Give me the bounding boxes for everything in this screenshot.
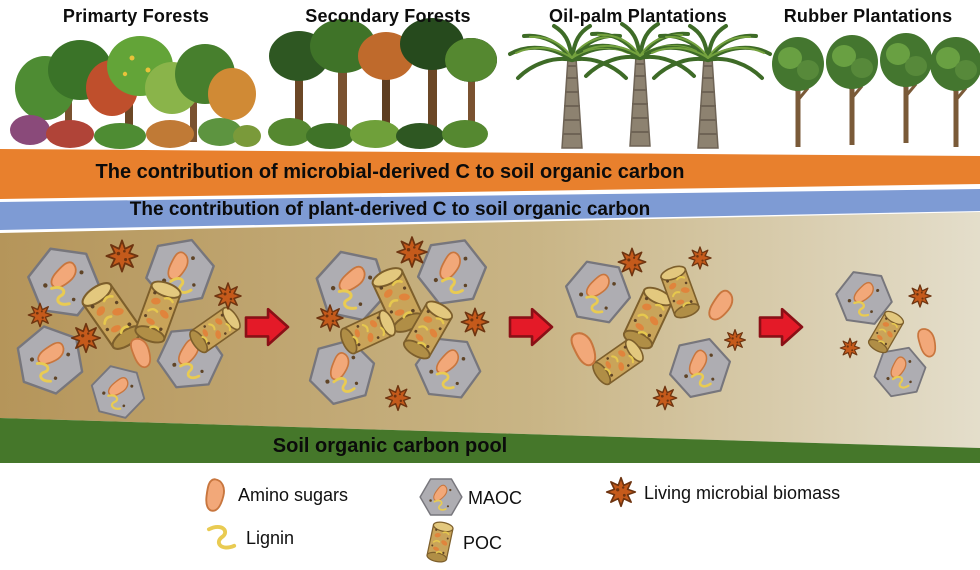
label-rubber-plantations: Rubber Plantations bbox=[783, 6, 953, 26]
microbial-biomass-icon bbox=[617, 247, 647, 277]
band-plant bbox=[0, 189, 980, 230]
legend-label-maoc: MAOC bbox=[468, 488, 522, 508]
label-secondary-forests: Secondary Forests bbox=[305, 6, 471, 26]
microbial-biomass-icon bbox=[396, 236, 428, 268]
microbial-biomass-icon bbox=[908, 284, 932, 308]
label-primary-forests: Primarty Forests bbox=[62, 6, 210, 26]
microbial-biomass-icon bbox=[27, 302, 53, 328]
poc-icon bbox=[425, 519, 455, 565]
soil-section bbox=[0, 212, 980, 448]
amino-sugars-icon bbox=[205, 478, 225, 512]
legend-label-amino-sugars: Amino sugars bbox=[238, 485, 349, 505]
primary-forest-illustration bbox=[10, 36, 261, 149]
microbial-biomass-icon bbox=[652, 385, 678, 411]
secondary-forest-illustration bbox=[268, 18, 497, 149]
microbial-biomass-icon bbox=[384, 384, 412, 412]
microbial-biomass-icon bbox=[605, 476, 637, 508]
microbial-biomass-icon bbox=[460, 307, 490, 337]
band-label-microbial-contribution: The contribution of microbial-derived C … bbox=[95, 161, 685, 183]
microbial-biomass-icon bbox=[214, 282, 242, 310]
legend-label-poc: POC bbox=[463, 533, 503, 553]
microbial-biomass-icon bbox=[70, 322, 102, 354]
lignin-icon bbox=[206, 525, 237, 550]
band-label-plant-contribution: The contribution of plant-derived C to s… bbox=[129, 199, 651, 220]
maoc-icon bbox=[420, 479, 462, 515]
band-microbial bbox=[0, 149, 980, 199]
band-label-soil-carbon-pool: Soil organic carbon pool bbox=[272, 435, 508, 457]
microbial-biomass-icon bbox=[723, 329, 747, 351]
microbial-biomass-icon bbox=[316, 304, 344, 332]
microbial-biomass-icon bbox=[839, 337, 861, 359]
legend-label-lignin: Lignin bbox=[246, 528, 295, 548]
oil-palm-illustration bbox=[508, 22, 772, 150]
rubber-plantation-illustration bbox=[770, 31, 980, 149]
band-pool bbox=[0, 418, 980, 463]
microbial-biomass-icon bbox=[105, 239, 139, 273]
label-oil-palm-plantations: Oil-palm Plantations bbox=[548, 6, 728, 26]
microbial-biomass-icon bbox=[688, 246, 712, 270]
legend-label-living-microbial-biomass: Living microbial biomass bbox=[644, 483, 841, 503]
